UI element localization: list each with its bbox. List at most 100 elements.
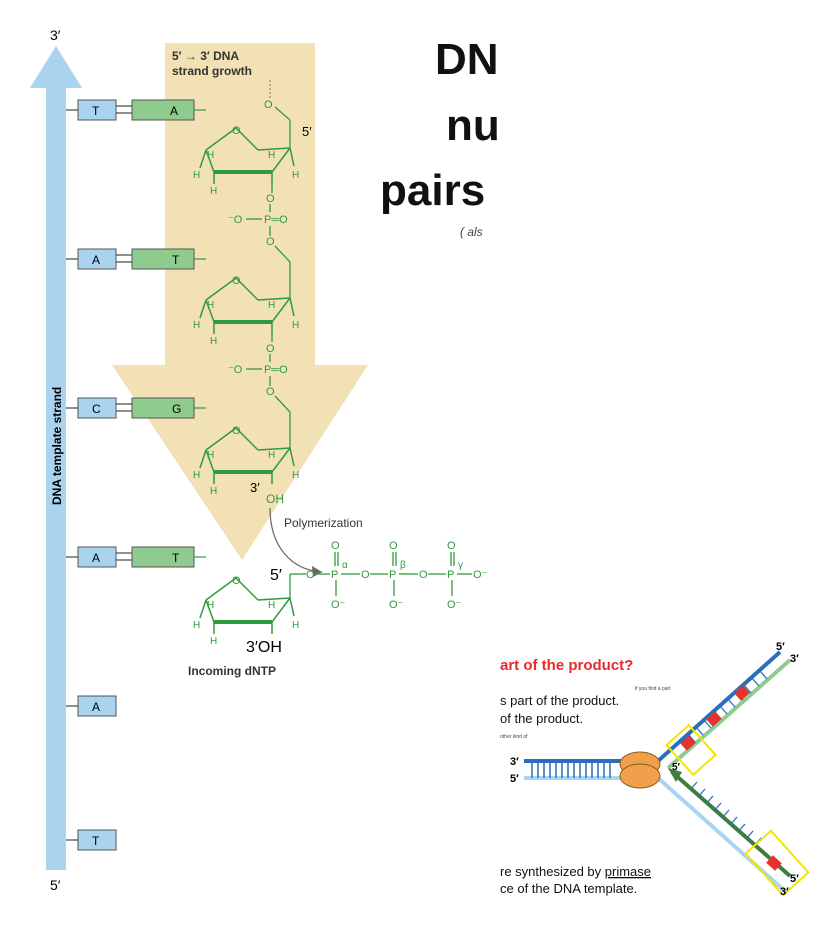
upper-primer-1: [734, 685, 750, 701]
helicase: [619, 751, 661, 789]
phosphate-p-1: P═O: [264, 214, 288, 226]
fork-left-3: 3′: [510, 756, 519, 768]
tp-o-minus-end: O⁻: [473, 569, 488, 581]
fork-bullet-3-prefix: re synthesized by: [500, 864, 605, 879]
h-4a: H: [207, 600, 214, 611]
lower-primer-box: [744, 829, 810, 897]
fork-bullet-2: of the product.: [500, 711, 583, 726]
upper-primer-2: [706, 711, 722, 727]
tp-beta: β: [400, 560, 406, 571]
tp-p-gamma: P: [447, 569, 454, 581]
lower-rungs: [689, 781, 762, 847]
template-base-3: C: [92, 402, 101, 416]
h-1e: H: [210, 186, 217, 197]
fork-bullet-1-note: if you find a part: [635, 686, 671, 692]
title-crop-mask: [508, 20, 648, 250]
polymerization-arrowhead: [312, 566, 322, 577]
sugar-ring-1: [199, 127, 295, 184]
tp-gamma: γ: [458, 560, 463, 571]
template-base-2: A: [92, 253, 100, 267]
h-4c: H: [193, 620, 200, 631]
phosphate-o-minus-1: ⁻O: [228, 214, 243, 226]
h-1d: H: [292, 170, 299, 181]
template-top-label: 3′: [50, 27, 61, 43]
title-line-3: pairs: [380, 166, 485, 215]
new-base-4: T: [172, 551, 180, 565]
base-pair-2: A T: [66, 248, 206, 270]
upper-primer-3: [680, 735, 696, 751]
tp-p-alpha: P: [331, 569, 338, 581]
polymerization-label: Polymerization: [284, 516, 363, 530]
incoming-five-prime: 5′: [270, 567, 282, 584]
tp-alpha: α: [342, 560, 348, 571]
tp-o-top-gamma: O: [447, 540, 456, 552]
incoming-dntp-label: Incoming dNTP: [188, 664, 276, 678]
fork-left-5: 5′: [510, 773, 519, 785]
upper-rungs: [687, 670, 768, 743]
upper-new-strand: [666, 658, 792, 770]
fork-top-5: 5′: [776, 641, 785, 653]
three-prime-label: 3′: [250, 480, 260, 495]
polymerization-arrow: [269, 507, 323, 573]
h-4d: H: [292, 620, 299, 631]
unpaired-base-1: A: [66, 695, 117, 717]
five-prime-label: 5′: [302, 124, 312, 139]
parental-duplex: [524, 759, 626, 780]
h-2a: H: [207, 300, 214, 311]
incoming-ring-oxygen: O: [232, 575, 241, 587]
strand-growth-arrow: [112, 43, 368, 560]
link-o-1a: O: [266, 193, 275, 205]
unpaired-base-2: T: [66, 829, 117, 851]
ring-oxygen-2: O: [232, 275, 241, 287]
h-1c: H: [193, 170, 200, 181]
fork-mid-5: 5′: [672, 762, 681, 773]
link-o-1b: O: [266, 236, 275, 248]
h-2b: H: [268, 300, 275, 311]
link-o-2a: O: [266, 343, 275, 355]
upper-okazaki-box: [665, 723, 717, 777]
base-pair-4: A T: [66, 546, 206, 568]
h-1b: H: [268, 150, 275, 161]
atom-o-top: O: [264, 99, 273, 111]
incoming-three-prime-oh: 3′OH: [246, 639, 282, 656]
primase-link[interactable]: primase: [605, 864, 651, 879]
h-4e: H: [210, 636, 217, 647]
h-2e: H: [210, 336, 217, 347]
h-3d: H: [292, 470, 299, 481]
h-3b: H: [268, 450, 275, 461]
h-3e: H: [210, 486, 217, 497]
h-4b: H: [268, 600, 275, 611]
fork-bullet-2-note: other kind of: [500, 734, 528, 740]
fork-bottom-3: 3′: [780, 886, 789, 898]
fork-question: art of the product?: [500, 657, 633, 674]
new-base-2: T: [172, 253, 180, 267]
h-3a: H: [207, 450, 214, 461]
sugar-ring-3: [199, 427, 295, 484]
tp-o2: O: [361, 569, 370, 581]
h-2d: H: [292, 320, 299, 331]
new-base-1: A: [170, 104, 178, 118]
tp-o-minus-alpha: O⁻: [331, 599, 346, 611]
ring-oxygen-3: O: [232, 425, 241, 437]
phosphate-p-2: P═O: [264, 364, 288, 376]
base-pair-3: C G: [66, 397, 206, 419]
lower-template-strand: [656, 776, 788, 894]
triphosphate-chain: O P α O O⁻ O P β O O⁻ O P γ O O⁻ O⁻: [300, 540, 488, 611]
oh-label: OH: [266, 492, 284, 506]
lower-primer: [766, 855, 782, 871]
growth-label-line1: 5′ → 3′ DNA: [172, 49, 239, 63]
tp-o-minus-beta: O⁻: [389, 599, 404, 611]
template-strand-arrow: [30, 46, 82, 870]
title-line-2: nu: [446, 101, 500, 150]
template-bottom-label: 5′: [50, 877, 61, 893]
incoming-sugar-ring: [199, 577, 295, 634]
h-2c: H: [193, 320, 200, 331]
template-base-4: A: [92, 551, 100, 565]
phosphate-o-minus-2: ⁻O: [228, 364, 243, 376]
tp-o-minus-gamma: O⁻: [447, 599, 462, 611]
unpaired-base-label-1: A: [92, 700, 100, 714]
fork-bullet-1: s part of the product.: [500, 693, 619, 708]
tp-o3: O: [419, 569, 428, 581]
tp-o-top-alpha: O: [331, 540, 340, 552]
